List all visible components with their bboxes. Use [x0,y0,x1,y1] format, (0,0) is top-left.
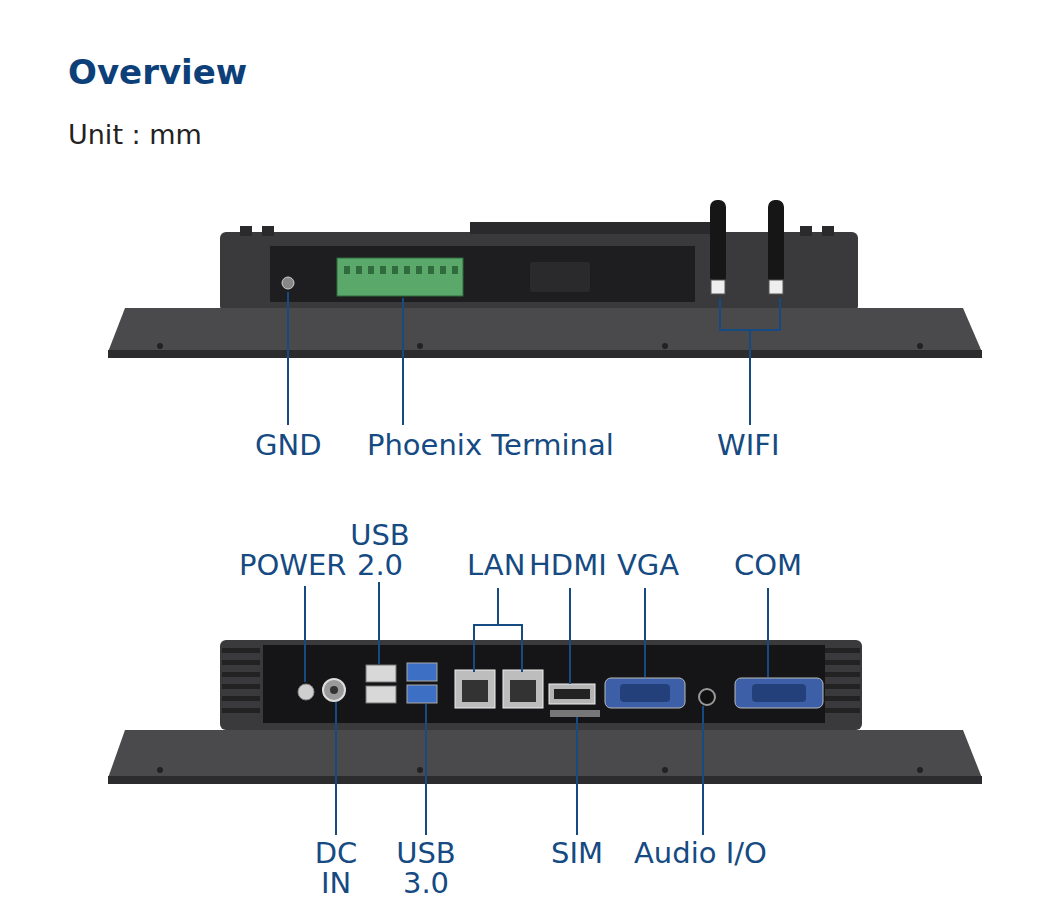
port-label: USB 2.0 [344,520,416,580]
part-label: WIFI [717,430,779,460]
bottom-device [108,640,982,784]
port-label: LAN [467,550,525,580]
unit-note: Unit : mm [68,120,202,150]
part-label: GND [255,430,322,460]
port-label: COM [734,550,802,580]
port-label: VGA [617,550,679,580]
port-label: USB 3.0 [390,838,462,898]
port-label: DC IN [310,838,362,898]
leader-lines [288,292,780,425]
port-label: Audio I/O [634,838,767,868]
leader-lines [305,582,768,835]
diagram-title: Overview [68,52,247,92]
part-label: Phoenix Terminal [367,430,614,460]
top-device [108,200,982,358]
port-label: SIM [551,838,603,868]
port-label: HDMI [529,550,607,580]
port-label: POWER [239,550,346,580]
